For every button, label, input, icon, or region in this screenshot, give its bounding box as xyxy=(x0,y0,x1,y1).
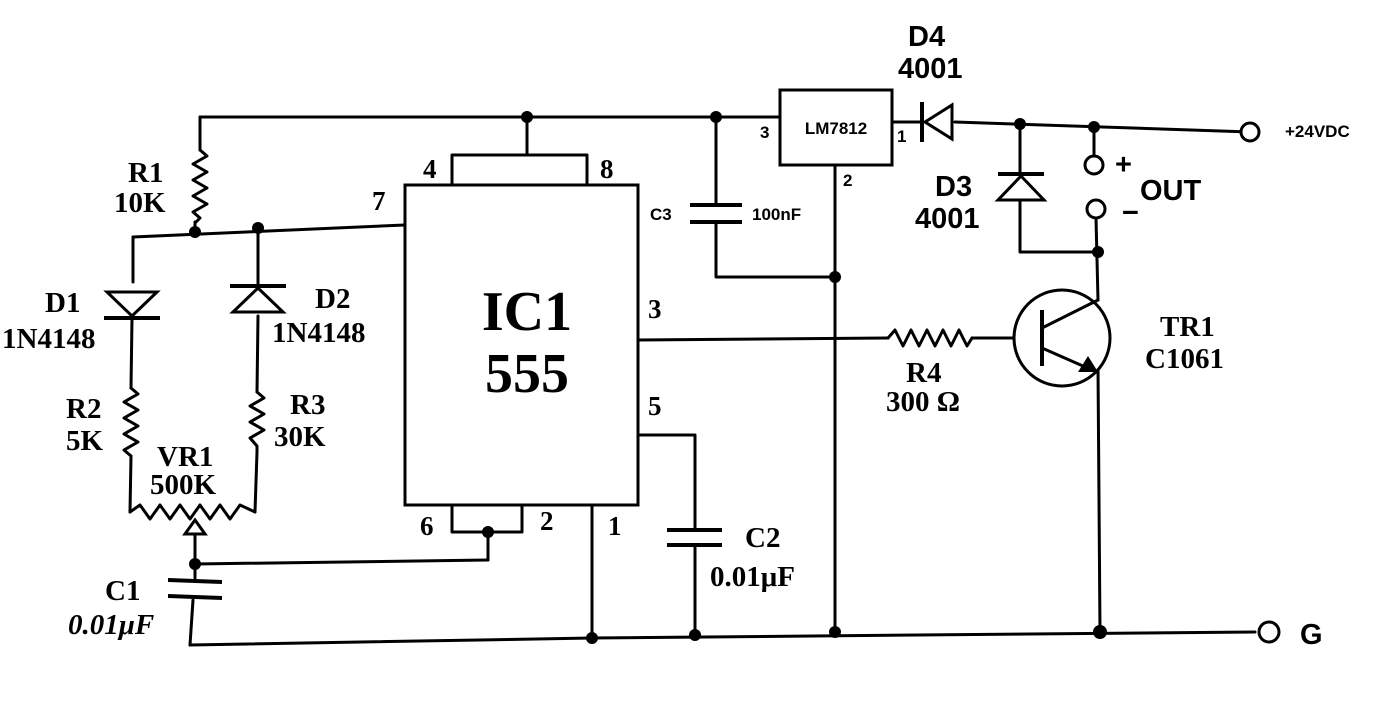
d3-name: D3 xyxy=(935,171,972,203)
out-minus-label: − xyxy=(1122,197,1139,229)
out-label: OUT xyxy=(1140,175,1202,207)
ic-part: 555 xyxy=(485,343,569,405)
r3-value: 30K xyxy=(274,421,326,453)
c3-name: C3 xyxy=(650,205,672,224)
resistor-r3: R3 30K xyxy=(248,389,326,454)
d4-value: 4001 xyxy=(898,53,963,85)
out-plus-label: + xyxy=(1115,149,1132,181)
r3-name: R3 xyxy=(290,389,325,421)
pin-1: 1 xyxy=(608,511,622,541)
vr1-name: VR1 xyxy=(157,441,213,473)
c1-name: C1 xyxy=(105,575,140,607)
regulator-pin-out: 1 xyxy=(897,127,906,146)
pin-4: 4 xyxy=(423,154,437,184)
terminals: +24VDC + OUT − G xyxy=(1083,121,1350,651)
regulator-lm7812: LM7812 3 1 2 xyxy=(760,88,906,190)
d1-name: D1 xyxy=(45,287,80,319)
d4-name: D4 xyxy=(908,21,945,53)
diode-d1: D1 1N4148 xyxy=(2,287,161,355)
tr1-name: TR1 xyxy=(1160,311,1215,343)
tr1-value: C1061 xyxy=(1145,343,1224,375)
diode-d4: D4 4001 xyxy=(898,21,963,142)
r4-name: R4 xyxy=(906,357,941,389)
terminal-out-plus xyxy=(1083,154,1105,176)
regulator-name: LM7812 xyxy=(805,119,867,138)
pin-3: 3 xyxy=(648,294,662,324)
resistor-r4: R4 300 Ω xyxy=(886,328,974,418)
pin-5: 5 xyxy=(648,391,662,421)
d1-value: 1N4148 xyxy=(2,323,95,355)
diode-d2: D2 1N4148 xyxy=(229,283,365,349)
diode-d3: D3 4001 xyxy=(915,171,1048,235)
capacitor-c2: C2 0.01μF xyxy=(667,522,795,593)
resistor-r2: R2 5K xyxy=(66,386,140,458)
capacitor-c1: C1 0.01μF xyxy=(68,575,223,641)
d2-value: 1N4148 xyxy=(272,317,365,349)
junction-dots xyxy=(189,111,1107,644)
ic-pin-numbers: 4 8 7 3 5 6 2 1 xyxy=(372,154,662,541)
pin-6: 6 xyxy=(420,511,434,541)
pin-2: 2 xyxy=(540,506,554,536)
d2-name: D2 xyxy=(315,283,350,315)
r2-value: 5K xyxy=(66,425,104,457)
c2-value: 0.01μF xyxy=(710,561,795,593)
regulator-pin-gnd: 2 xyxy=(843,171,852,190)
c3-value: 100nF xyxy=(752,205,801,224)
resistor-r1: R1 10K xyxy=(114,148,209,224)
transistor-tr1: TR1 C1061 xyxy=(1012,288,1224,388)
r2-name: R2 xyxy=(66,393,101,425)
regulator-pin-in: 3 xyxy=(760,123,769,142)
terminal-supply xyxy=(1239,121,1261,143)
pin-7: 7 xyxy=(372,186,386,216)
terminal-out-minus xyxy=(1085,198,1107,220)
ic1-555: IC1 555 xyxy=(403,183,640,507)
supply-label: +24VDC xyxy=(1285,122,1350,141)
r4-value: 300 Ω xyxy=(886,386,960,418)
terminal-ground xyxy=(1257,620,1281,644)
pin-8: 8 xyxy=(600,154,614,184)
r1-name: R1 xyxy=(128,157,163,189)
c1-value: 0.01μF xyxy=(68,609,154,641)
c2-name: C2 xyxy=(745,522,780,554)
vr1-value: 500K xyxy=(150,469,217,501)
d3-value: 4001 xyxy=(915,203,980,235)
r1-value: 10K xyxy=(114,187,166,219)
ic-name: IC1 xyxy=(482,281,572,343)
capacitor-c3: C3 100nF xyxy=(650,203,801,224)
potentiometer-vr1: VR1 500K xyxy=(128,441,257,550)
ground-label: G xyxy=(1300,619,1323,651)
